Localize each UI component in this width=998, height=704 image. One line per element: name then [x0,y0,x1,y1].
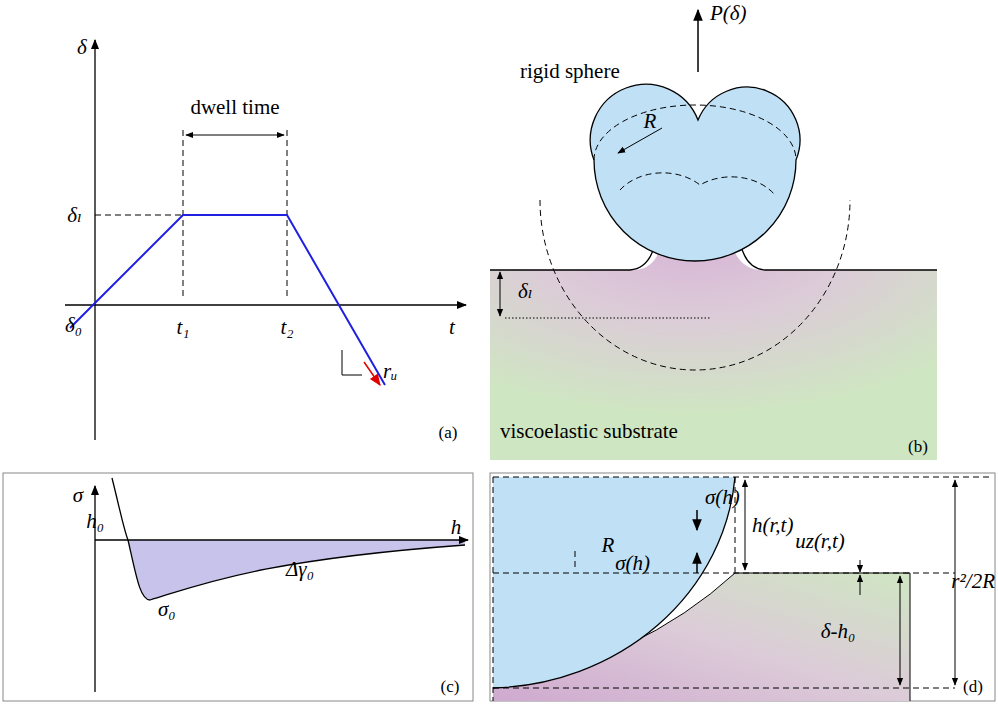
axis-label: t [449,316,455,339]
axis-label: h [451,516,462,539]
dimension-label: δₗ [518,280,533,303]
dwell-time-label: dwell time [190,96,279,119]
stress-label: σ(h) [615,552,650,575]
panel-tag: (c) [441,678,460,697]
axis-tick-label: δ₀ [65,314,82,337]
panel-tag: (d) [963,678,983,697]
axis-tick-label: δₗ [67,204,82,227]
axis-tick-label: h₀ [86,510,104,533]
dimension-label: δ-h₀ [821,620,856,643]
axis-label: σ [73,484,83,507]
axis-tick-label: t₁ [176,316,189,339]
rate-label: rᵤ [383,360,397,383]
stress-label: σ(h) [705,486,740,509]
panel-tag: (a) [439,424,458,443]
dimension-label: r²/2R [951,570,995,593]
axis-tick-label: t₂ [280,316,293,339]
radius-label: R [644,110,657,133]
force-label: P(δ) [710,2,747,25]
part-name: rigid sphere [520,60,620,83]
part-name: viscoelastic substrate [500,420,678,443]
extremum-label: σ₀ [158,598,176,621]
radius-label: R [602,534,615,557]
panel-tag: (b) [908,438,928,457]
area-label: Δγ₀ [286,558,314,581]
dimension-label: h(r,t) [752,514,793,537]
dimension-label: uz(r,t) [795,530,845,553]
axis-label: δ [77,36,87,59]
